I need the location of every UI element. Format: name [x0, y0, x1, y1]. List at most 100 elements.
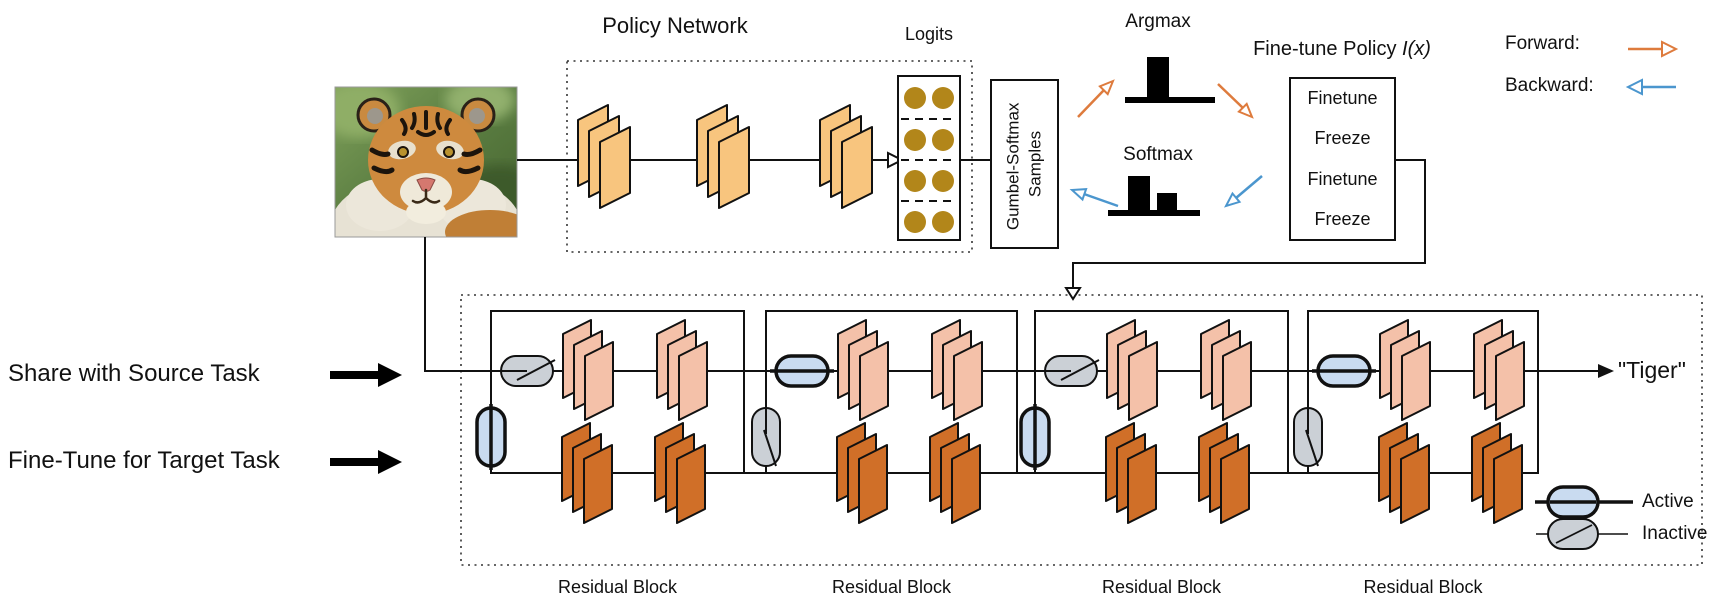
switch-horizontal-active — [770, 354, 834, 388]
policy-row: Finetune — [1307, 168, 1378, 189]
residual-block-label: Residual Block — [557, 577, 678, 597]
finetune-conv-stack — [654, 422, 706, 524]
conv-layer-card — [1127, 444, 1157, 524]
argmax-label: Argmax — [1125, 11, 1191, 32]
policy-network-title: Policy Network — [602, 13, 748, 38]
finetune-policy-box — [1289, 77, 1396, 241]
softmax-chart — [1108, 176, 1200, 216]
finetune-conv-stack — [561, 422, 613, 524]
residual-block-label: Residual Block — [1101, 577, 1222, 597]
conv-layer-card — [1128, 341, 1158, 421]
conv-layer-card — [1400, 444, 1430, 524]
share-task-arrow — [330, 363, 402, 387]
conv-layer-card — [583, 444, 613, 524]
conv-layer-card — [599, 126, 631, 209]
argmax-chart — [1125, 57, 1215, 103]
softmax-label: Softmax — [1123, 144, 1193, 165]
backward-legend-arrow — [1625, 78, 1676, 96]
conv-layer-card — [1493, 444, 1523, 524]
conv-layer-card — [1220, 444, 1250, 524]
policy-row: Finetune — [1307, 87, 1378, 108]
policy-network-dotted-box — [566, 60, 973, 253]
frozen-conv-stack — [1200, 319, 1252, 421]
open-arrowhead-into-logits — [887, 151, 905, 169]
forward-arrow-gumbel-to-argmax — [1077, 79, 1115, 118]
gumbel-softmax-label: Gumbel-Softmax Samples — [1004, 98, 1045, 230]
inactive-legend-icon — [1536, 518, 1628, 550]
residual-block — [1293, 310, 1539, 524]
open-arrowhead-into-blocks — [1064, 287, 1082, 301]
conv-layer-card — [1222, 341, 1252, 421]
finetune-conv-stack — [1471, 422, 1523, 524]
finetune-policy-title-text: Fine-tune Policy — [1253, 38, 1397, 60]
residual-blocks-dotted-box — [460, 294, 1703, 566]
policy-to-blocks-route — [1072, 159, 1426, 287]
frozen-conv-stack — [1473, 319, 1525, 421]
active-legend-icon — [1535, 485, 1633, 519]
finetune-conv-stack — [1198, 422, 1250, 524]
conv-layer-card — [1401, 341, 1431, 421]
frozen-conv-stack — [656, 319, 708, 421]
finetune-conv-stack — [1105, 422, 1157, 524]
residual-block — [475, 310, 745, 524]
policy-conv-stack — [577, 104, 631, 209]
active-legend-label: Active — [1642, 491, 1694, 512]
switch-vertical-active — [1019, 404, 1051, 470]
finetune-policy-title: Fine-tune Policy I(x) — [1232, 38, 1452, 61]
policy-conv-stack — [819, 104, 873, 209]
logits-box — [897, 75, 961, 241]
residual-block — [751, 310, 1018, 524]
finetune-target-task-label: Fine-Tune for Target Task — [8, 447, 280, 474]
backward-arrow-policy-to-softmax — [1224, 175, 1263, 208]
forward-legend-label: Forward: — [1505, 33, 1580, 54]
tiger-input-image — [334, 86, 518, 238]
finetune-policy-title-fn: I(x) — [1402, 38, 1431, 60]
logit-neurons — [904, 87, 954, 233]
conv-layer-card — [676, 444, 706, 524]
finetune-task-arrow — [330, 450, 402, 474]
switch-vertical-inactive — [751, 407, 781, 467]
conv-layer-card — [953, 341, 983, 421]
forward-arrow-argmax-to-policy — [1217, 83, 1254, 119]
logits-label: Logits — [904, 24, 954, 44]
output-arrowhead — [1598, 364, 1614, 378]
output-label: "Tiger" — [1618, 357, 1686, 383]
residual-block — [1019, 310, 1289, 524]
residual-block-label: Residual Block — [1363, 577, 1483, 597]
finetune-conv-stack — [836, 422, 888, 524]
backward-arrow-softmax-to-gumbel — [1069, 188, 1119, 208]
switch-vertical-active — [475, 404, 507, 470]
switch-horizontal-inactive — [1044, 355, 1100, 387]
conv-layer-card — [951, 444, 981, 524]
generated-layer — [475, 104, 1539, 524]
frozen-conv-stack — [1106, 319, 1158, 421]
conv-layer-card — [584, 341, 614, 421]
gumbel-softmax-box: Gumbel-Softmax Samples — [990, 79, 1059, 249]
finetune-policy-rows: Finetune Freeze Finetune Freeze — [1290, 78, 1395, 240]
share-source-task-label: Share with Source Task — [8, 360, 260, 387]
frozen-conv-stack — [562, 319, 614, 421]
conv-layer-card — [718, 126, 750, 209]
switch-vertical-inactive — [1293, 407, 1323, 467]
finetune-conv-stack — [929, 422, 981, 524]
finetune-conv-stack — [1378, 422, 1430, 524]
logit-separators — [901, 118, 957, 202]
policy-row: Freeze — [1314, 209, 1371, 230]
forward-legend-arrow — [1628, 40, 1679, 58]
conv-layer-card — [858, 444, 888, 524]
conv-layer-card — [1495, 341, 1525, 421]
frozen-conv-stack — [931, 319, 983, 421]
frozen-conv-stack — [837, 319, 889, 421]
conv-layer-card — [841, 126, 873, 209]
conv-layer-card — [859, 341, 889, 421]
conv-layer-card — [678, 341, 708, 421]
switch-horizontal-active — [1312, 354, 1376, 388]
frozen-conv-stack — [1379, 319, 1431, 421]
switch-horizontal-inactive — [500, 355, 556, 387]
policy-row: Freeze — [1314, 128, 1371, 149]
policy-conv-stack — [696, 104, 750, 209]
inactive-legend-label: Inactive — [1642, 523, 1708, 544]
residual-block-label: Residual Block — [831, 577, 952, 597]
